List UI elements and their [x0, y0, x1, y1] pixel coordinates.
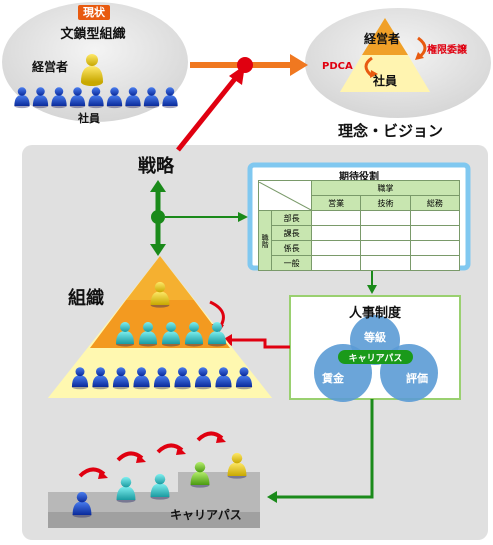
roles-to-hr-arrowhead: [367, 285, 377, 294]
cell: [360, 255, 411, 271]
org-staff-figure: [92, 367, 109, 390]
col-header: 営業: [310, 195, 362, 211]
org-staff-figure: [71, 367, 89, 390]
career-figure: [227, 452, 247, 479]
manager-figure: [81, 54, 103, 86]
row-header: 部長: [271, 210, 312, 226]
cell: [310, 240, 362, 256]
hr-to-career-arrow: [275, 399, 374, 499]
group-header: 職掌: [311, 180, 460, 196]
org-staff-figure: [153, 367, 171, 390]
org-staff-figure: [112, 367, 130, 390]
link-arrowhead-down: [150, 244, 166, 256]
roles-title: 期待役割: [339, 172, 379, 183]
employee-figure: [162, 87, 178, 109]
center-pill: [338, 350, 413, 364]
career-step-arrowhead: [136, 454, 146, 463]
employee-figure: [32, 87, 49, 109]
career-figure: [116, 476, 136, 503]
current-badge-bg: [78, 5, 110, 20]
link-arrowhead-up: [150, 180, 166, 192]
employee-figure: [106, 87, 123, 109]
hr-center-label: キャリアパス: [348, 354, 403, 364]
employee-figure: [143, 87, 160, 109]
transition-arrow-head: [290, 54, 308, 76]
employee-figure: [69, 87, 86, 109]
row-header: 一般: [271, 255, 312, 271]
org-staff-figure: [133, 367, 150, 390]
cell: [310, 225, 362, 241]
grade-label: 等級: [364, 331, 386, 344]
org-middle-figure: [116, 322, 134, 347]
career-step-arrowhead: [176, 446, 186, 455]
delegation-arrowhead: [415, 52, 424, 60]
junction-dot-green: [151, 210, 165, 224]
career-figure: [72, 491, 92, 518]
col-header: 総務: [409, 195, 461, 211]
organization-label: 組織: [68, 288, 104, 309]
strategy-to-vision-arrowhead: [229, 65, 245, 85]
org-staff-figure: [174, 367, 191, 390]
cell: [409, 240, 461, 256]
org-figures: [71, 281, 253, 390]
cell: [409, 255, 461, 271]
row-header: 課長: [271, 225, 312, 241]
ideal-manager-label: 経営者: [364, 32, 401, 46]
ideal-employee-label: 社員: [373, 74, 398, 88]
current-employee-label: 社員: [78, 112, 100, 125]
cell: [360, 210, 411, 226]
roles-table: 職掌 営業 技術 総務 職階 部長 課長 係長 一般: [257, 180, 461, 271]
org-middle-figure: [139, 322, 157, 347]
corner-cell: [258, 180, 312, 211]
org-staff-figure: [235, 367, 253, 390]
pdca-cycle-arrow: [364, 56, 374, 78]
row-group-header: 職階: [257, 210, 273, 271]
strategy-to-vision-arrow: [176, 73, 240, 152]
org-staff-figure: [215, 367, 232, 390]
employee-figure: [51, 87, 67, 109]
employee-figure: [125, 87, 141, 109]
hr-title: 人事制度: [348, 306, 401, 321]
org-middle-figure: [208, 322, 226, 347]
org-staff-figure: [194, 367, 212, 390]
cell: [409, 210, 461, 226]
employee-row-current: [14, 87, 178, 109]
current-manager-label: 経営者: [32, 60, 69, 74]
career-step-arrowhead: [98, 470, 108, 479]
cell: [360, 225, 411, 241]
col-header: 技術: [360, 195, 411, 211]
current-title: 文鎖型組織: [60, 27, 126, 42]
org-middle-figure: [185, 322, 203, 347]
hr-to-org-arrow: [230, 338, 290, 349]
hr-to-career-arrowhead: [267, 491, 277, 503]
career-figure: [190, 461, 210, 488]
career-figures: [72, 452, 247, 518]
ideal-pyramid: [340, 18, 430, 92]
employee-figure: [14, 87, 30, 109]
career-label: キャリアパス: [170, 508, 242, 522]
vision-caption: 理念・ビジョン: [338, 122, 444, 140]
pdca-arrowhead: [370, 70, 378, 78]
strategy-label: 戦略: [138, 156, 174, 177]
current-badge: 現状: [83, 6, 105, 19]
career-figure: [150, 473, 170, 500]
org-middle-figure: [162, 322, 180, 347]
pdca-label: PDCA: [322, 61, 353, 72]
cell: [310, 255, 362, 271]
career-arrows: [78, 431, 226, 479]
employee-figure: [88, 87, 104, 109]
cell: [409, 225, 461, 241]
cell: [310, 210, 362, 226]
delegation-label: 権限委譲: [427, 45, 467, 56]
career-step-arrowhead: [216, 434, 226, 443]
hr-to-org-arrowhead: [222, 334, 232, 346]
org-manager-figure: [150, 281, 170, 308]
wage-label: 賃金: [322, 372, 344, 385]
to-roles-arrowhead: [238, 212, 248, 222]
row-header: 係長: [271, 240, 312, 256]
cell: [360, 240, 411, 256]
evaluation-label: 評価: [406, 372, 428, 385]
